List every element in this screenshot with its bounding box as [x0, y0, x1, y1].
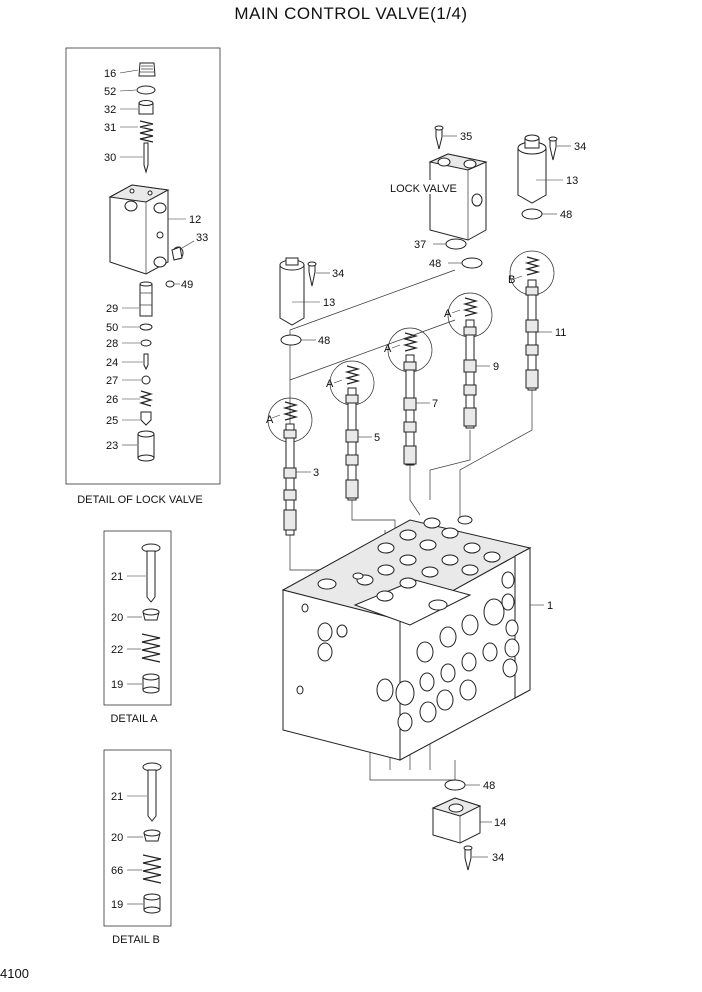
callout-35: 35 [460, 131, 472, 143]
callout-5: 5 [374, 432, 380, 444]
callout-7: 7 [432, 398, 438, 410]
detail-b-parts: 21 20 66 19 [111, 762, 162, 914]
callout-b-20: 20 [111, 832, 123, 844]
lock-valve-assembly: LOCK VALVE 35 37 48 [390, 125, 488, 270]
detail-b-part-66-spring: 66 [111, 854, 162, 884]
part-31-spring: 31 [104, 120, 154, 143]
callout-32: 32 [104, 104, 116, 116]
detail-marker-a-4: A [444, 308, 452, 320]
left-cap-assembly: 13 34 48 [279, 257, 344, 347]
spool-9-assembly: 9 A [444, 292, 499, 429]
lock-valve-detail-parts: 16 52 32 31 30 [104, 62, 208, 462]
part-23-plug: 23 [106, 430, 155, 462]
lock-valve-detail-caption: DETAIL OF LOCK VALVE [77, 494, 203, 506]
detail-a-part-20: 20 [111, 608, 160, 624]
callout-49: 49 [181, 279, 193, 291]
detail-b-frame [103, 749, 172, 927]
part-12-lock-valve-body: 12 [108, 184, 201, 275]
spool-5-assembly: 5 A [326, 360, 380, 501]
detail-a-part-19: 19 [111, 673, 160, 694]
detail-marker-a-1: A [266, 414, 274, 426]
callout-29: 29 [106, 303, 118, 315]
callout-b-66: 66 [111, 865, 123, 877]
callout-a-19: 19 [111, 679, 123, 691]
lock-valve-label: LOCK VALVE [390, 183, 457, 195]
callout-27: 27 [106, 375, 118, 387]
bottom-flange-assembly: 48 14 34 [431, 779, 506, 871]
part-33-plug: 33 [171, 232, 208, 261]
detail-b-caption: DETAIL B [112, 934, 160, 946]
callout-b-21: 21 [111, 791, 123, 803]
detail-b-part-20: 20 [111, 829, 161, 844]
spool-3-assembly: 3 A [266, 397, 319, 536]
callout-14: 14 [494, 817, 506, 829]
callout-24: 24 [106, 357, 118, 369]
callout-34-right: 34 [574, 141, 586, 153]
callout-9: 9 [493, 361, 499, 373]
page-title: MAIN CONTROL VALVE(1/4) [234, 4, 467, 23]
callout-13-right: 13 [566, 175, 578, 187]
right-cap-assembly: 13 34 48 [517, 134, 586, 221]
callout-23: 23 [106, 440, 118, 452]
detail-a-caption: DETAIL A [110, 713, 158, 725]
callout-48-right: 48 [560, 209, 572, 221]
callout-34-left: 34 [332, 268, 344, 280]
detail-a-part-21: 21 [111, 543, 161, 603]
detail-b-part-19: 19 [111, 893, 161, 914]
part-29-sleeve: 29 [106, 281, 153, 317]
callout-37: 37 [414, 239, 426, 251]
callout-33: 33 [196, 232, 208, 244]
spool-11-assembly: 11 B [508, 250, 566, 391]
callout-1: 1 [547, 600, 553, 612]
callout-11: 11 [555, 327, 566, 339]
callout-a-22: 22 [111, 644, 123, 656]
detail-marker-b: B [508, 274, 515, 286]
detail-a-frame [103, 530, 172, 706]
part-24-pin: 24 [106, 353, 149, 371]
callout-34-bottom: 34 [492, 852, 504, 864]
page-number: 4100 [0, 966, 29, 981]
callout-26: 26 [106, 394, 118, 406]
callout-a-21: 21 [111, 571, 123, 583]
lock-valve-detail-frame [65, 47, 221, 485]
callout-b-19: 19 [111, 899, 123, 911]
callout-52: 52 [104, 86, 116, 98]
callout-a-20: 20 [111, 612, 123, 624]
callout-48-left: 48 [318, 335, 330, 347]
part-26-spring: 26 [106, 390, 154, 407]
block-top-ports [317, 515, 501, 611]
part-30-poppet: 30 [104, 142, 149, 174]
callout-48-bottom: 48 [483, 780, 495, 792]
detail-a-parts: 21 20 22 19 [111, 543, 161, 694]
part-32-seat: 32 [104, 100, 154, 116]
part-27-ball: 27 [106, 375, 151, 387]
block-side-ports [416, 571, 520, 723]
part-49-o-ring: 49 [165, 279, 193, 291]
block-front-ports [296, 603, 415, 732]
callout-12: 12 [189, 214, 201, 226]
callout-48-center: 48 [429, 258, 441, 270]
detail-a-part-22-spring: 22 [111, 633, 161, 663]
part-28-ring: 28 [106, 338, 152, 350]
callout-25: 25 [106, 415, 118, 427]
part-16-plug: 16 [104, 62, 156, 80]
part-1-valve-block: 1 [281, 515, 553, 761]
callout-28: 28 [106, 338, 118, 350]
callout-13-left: 13 [323, 297, 335, 309]
detail-marker-a-3: A [384, 343, 392, 355]
callout-50: 50 [106, 322, 118, 334]
callout-3: 3 [313, 467, 319, 479]
callout-16: 16 [104, 68, 116, 80]
spool-7-assembly: 7 A [384, 327, 438, 466]
detail-marker-a-2: A [326, 378, 334, 390]
part-52-o-ring: 52 [104, 85, 156, 98]
part-50-o-ring: 50 [106, 322, 153, 334]
callout-30: 30 [104, 152, 116, 164]
detail-b-part-21: 21 [111, 762, 162, 822]
callout-31: 31 [104, 122, 116, 134]
part-25-poppet: 25 [106, 411, 152, 427]
